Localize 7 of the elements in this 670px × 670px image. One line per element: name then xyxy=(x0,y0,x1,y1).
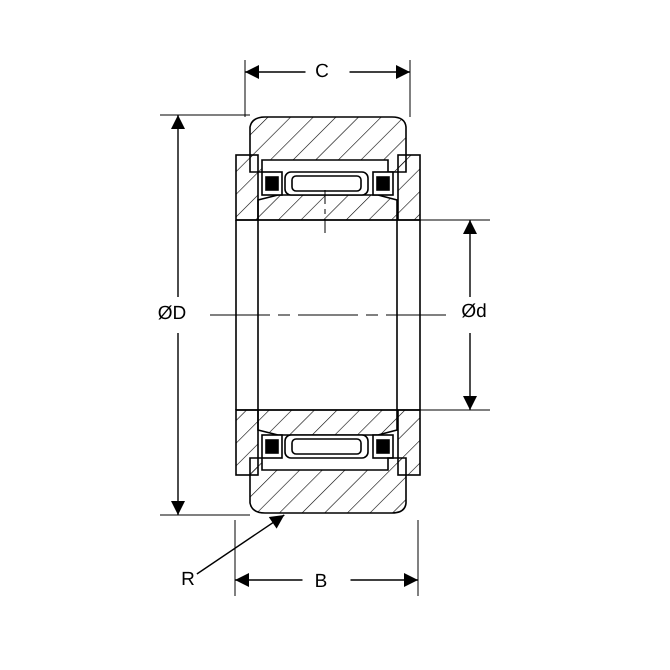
dimension-label: B xyxy=(314,571,328,593)
radius-label: R xyxy=(181,569,195,591)
outer-ring-section xyxy=(249,457,407,514)
leader-line xyxy=(196,514,285,575)
dimension-label: ØD xyxy=(158,303,186,325)
dimension-label: C xyxy=(315,61,329,83)
dimension-label: Ød xyxy=(461,301,487,323)
